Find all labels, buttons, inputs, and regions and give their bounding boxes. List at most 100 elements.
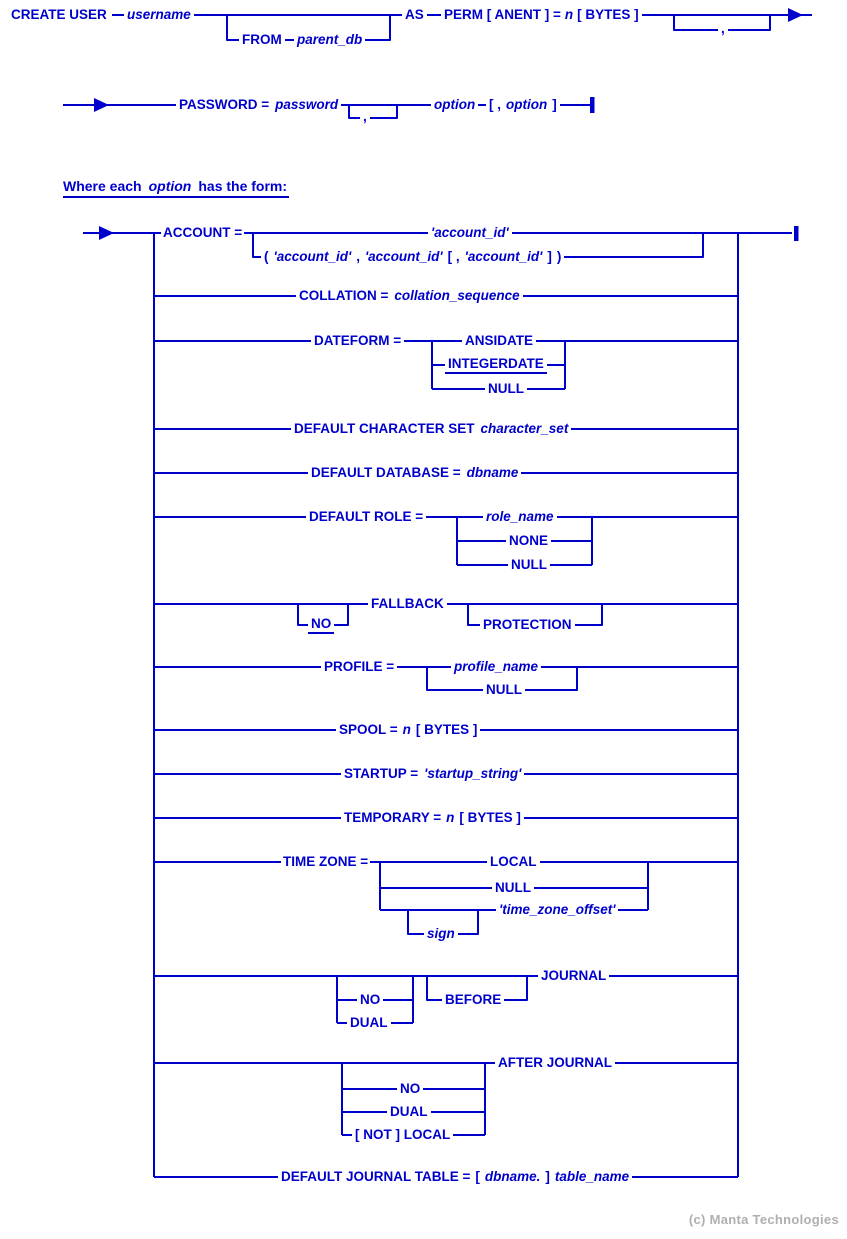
kw-profile-null: NULL — [483, 682, 525, 698]
kw-journal-dual: DUAL — [347, 1015, 391, 1031]
kw-fallback: FALLBACK — [368, 596, 447, 612]
kw-account: ACCOUNT = — [161, 225, 245, 241]
bracket-open: [ — [475, 1169, 480, 1184]
var-time-zone-offset: 'time_zone_offset' — [496, 902, 619, 918]
var-account-id-1: 'account_id' — [273, 249, 352, 264]
var-n: n — [564, 7, 574, 22]
kw-startup: STARTUP = — [344, 766, 419, 781]
note-var-option: option — [148, 178, 192, 194]
var-username: username — [124, 7, 194, 23]
password-clause: PASSWORD = password — [176, 97, 342, 113]
startup-clause: STARTUP = 'startup_string' — [341, 766, 525, 782]
branch-dateform — [431, 341, 566, 390]
kw-after-journal: AFTER JOURNAL — [495, 1055, 615, 1071]
var-spool-n: n — [402, 722, 411, 737]
kw-protection: PROTECTION — [480, 617, 575, 633]
kw-tz-local: LOCAL — [487, 854, 540, 870]
note-pre: Where each — [63, 178, 142, 194]
bracket-close: ] — [547, 249, 552, 264]
kw-ansidate: ANSIDATE — [462, 333, 537, 349]
arrow-option-entry-icon — [99, 226, 114, 240]
branch-timezone — [379, 862, 649, 911]
kw-permanent: PERM [ ANENT ] = — [444, 7, 561, 22]
kw-temporary-bytes: [ BYTES ] — [459, 810, 521, 825]
var-parent-db: parent_db — [294, 32, 366, 48]
kw-default-role: DEFAULT ROLE = — [306, 509, 427, 525]
var-option-repeat: option — [506, 97, 548, 112]
var-dbname: dbname — [466, 465, 519, 480]
spool-clause: SPOOL = n [ BYTES ] — [336, 722, 481, 738]
kw-not-local: [ NOT ] LOCAL — [352, 1127, 454, 1143]
comma: , — [356, 249, 360, 264]
kw-dateform-null: NULL — [485, 381, 527, 397]
kw-create-user: CREATE USER — [8, 7, 110, 23]
var-option: option — [431, 97, 479, 113]
note-post: has the form: — [198, 178, 288, 194]
bracket-open: [ , — [447, 249, 460, 264]
kw-journal: JOURNAL — [538, 968, 610, 984]
database-clause: DEFAULT DATABASE = dbname — [308, 465, 522, 481]
arrow-right-icon — [788, 8, 803, 22]
var-profile-name: profile_name — [451, 659, 542, 675]
branch-role — [456, 517, 593, 566]
kw-dateform: DATEFORM = — [311, 333, 405, 349]
var-startup-string: 'startup_string' — [424, 766, 522, 781]
bracket-open: [ , — [489, 97, 501, 112]
kw-temporary: TEMPORARY = — [344, 810, 442, 825]
kw-default-database: DEFAULT DATABASE = — [311, 465, 461, 480]
option-repeat-clause: [ , option ] — [486, 97, 560, 113]
paren-open: ( — [264, 249, 269, 264]
var-account-id-3: 'account_id' — [464, 249, 543, 264]
loop-password-repeat — [348, 105, 398, 119]
charset-clause: DEFAULT CHARACTER SET character_set — [291, 421, 572, 437]
note-where-each-option: Where each option has the form: — [63, 177, 290, 198]
kw-password: PASSWORD = — [179, 97, 270, 112]
var-account-id-2: 'account_id' — [364, 249, 443, 264]
account-id-list: ( 'account_id' , 'account_id' [ , 'accou… — [261, 249, 565, 265]
kw-role-none: NONE — [506, 533, 552, 549]
kw-default-character-set: DEFAULT CHARACTER SET — [294, 421, 475, 436]
branch-journal-no-dual — [336, 976, 414, 1024]
kw-spool-bytes: [ BYTES ] — [415, 722, 478, 737]
kw-integerdate: INTEGERDATE — [445, 356, 547, 374]
var-account-id: 'account_id' — [428, 225, 512, 241]
kw-collation: COLLATION = — [299, 288, 389, 303]
temporary-clause: TEMPORARY = n [ BYTES ] — [341, 810, 524, 826]
collation-clause: COLLATION = collation_sequence — [296, 288, 523, 304]
bracket-close: ] — [552, 97, 557, 112]
terminator-bar-main — [590, 97, 595, 113]
var-character-set: character_set — [480, 421, 569, 436]
bracket-close: ] — [545, 1169, 550, 1184]
var-table-name: table_name — [554, 1169, 630, 1184]
var-collation-sequence: collation_sequence — [394, 288, 520, 303]
var-password: password — [275, 97, 339, 112]
kw-time-zone: TIME ZONE = — [281, 854, 371, 870]
kw-tz-null: NULL — [492, 880, 534, 896]
kw-profile: PROFILE = — [321, 659, 398, 675]
branch-after-journal — [341, 1063, 486, 1136]
arrows-and-terminals — [94, 8, 803, 241]
var-temporary-n: n — [446, 810, 455, 825]
var-role-name: role_name — [483, 509, 557, 525]
kw-as: AS — [402, 7, 427, 23]
kw-from: FROM — [239, 32, 285, 48]
repeat-comma-perm: , — [718, 21, 728, 37]
kw-journal-no: NO — [357, 992, 384, 1008]
var-sign: sign — [424, 926, 458, 942]
kw-before: BEFORE — [442, 992, 505, 1008]
paren-close: ) — [556, 249, 562, 264]
var-journal-dbname: dbname. — [484, 1169, 541, 1184]
kw-spool: SPOOL = — [339, 722, 398, 737]
kw-role-null: NULL — [508, 557, 550, 573]
terminator-bar-option — [794, 226, 799, 241]
kw-bytes: [ BYTES ] — [577, 7, 639, 22]
arrow-continue-icon — [94, 98, 109, 112]
perm-clause: PERM [ ANENT ] = n [ BYTES ] — [441, 7, 642, 23]
kw-default-journal-table: DEFAULT JOURNAL TABLE = — [281, 1169, 471, 1184]
journal-table-clause: DEFAULT JOURNAL TABLE = [ dbname. ] tabl… — [278, 1169, 633, 1185]
kw-after-dual: DUAL — [387, 1104, 431, 1120]
kw-after-no: NO — [397, 1081, 424, 1097]
kw-no-fallback: NO — [308, 616, 335, 634]
copyright-text: (c) Manta Technologies — [688, 1212, 839, 1227]
